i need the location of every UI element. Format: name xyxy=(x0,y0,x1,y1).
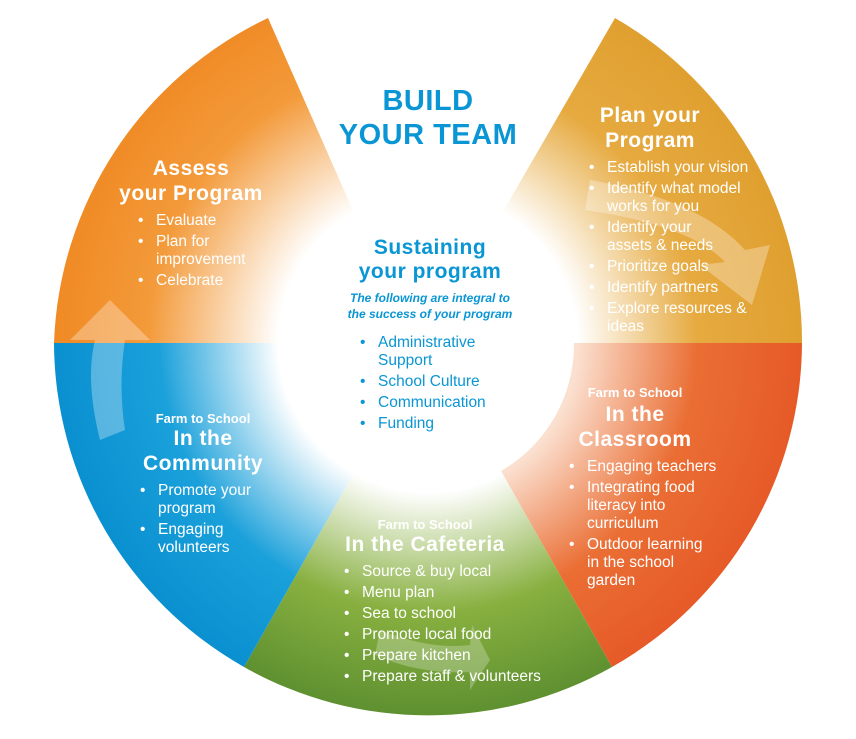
heading-line: In the xyxy=(605,403,665,426)
classroom-subtitle: Farm to School xyxy=(587,385,683,400)
list-item: Identify partners xyxy=(587,279,767,297)
plan-list: Establish your vision Identify what mode… xyxy=(587,159,767,336)
list-item: Explore resources & ideas xyxy=(587,300,747,336)
list-item: Administrative Support xyxy=(358,334,508,370)
segment-assess xyxy=(54,18,355,343)
list-item: Identify what model works for you xyxy=(587,180,767,216)
heading-line: In the xyxy=(173,427,233,450)
heading-line: your Program xyxy=(119,182,263,205)
list-item: Communication xyxy=(358,394,508,412)
heading-line: Plan your xyxy=(599,104,701,127)
list-item: Engaging volunteers xyxy=(138,521,268,557)
list-item: Identify your assets & needs xyxy=(587,219,727,255)
community-list: Promote your program Engaging volunteers xyxy=(138,482,268,557)
cafeteria-list: Source & buy local Menu plan Sea to scho… xyxy=(342,563,562,686)
list-item: Integrating food literacy into curriculu… xyxy=(567,479,712,533)
intro-line: the success of your program xyxy=(347,307,513,321)
list-item: Prioritize goals xyxy=(587,258,767,276)
title-line: YOUR TEAM xyxy=(338,119,518,151)
center-intro: The following are integral to the success… xyxy=(290,290,570,322)
cafeteria-heading: In the Cafeteria xyxy=(345,533,505,556)
list-item: Source & buy local xyxy=(342,563,562,581)
heading-line: Community xyxy=(143,452,263,475)
heading-line: Classroom xyxy=(578,428,692,451)
cafeteria-subtitle: Farm to School xyxy=(377,517,473,532)
list-item: Prepare staff & volunteers xyxy=(342,668,562,686)
list-item: Funding xyxy=(358,415,508,433)
list-item: Celebrate xyxy=(136,272,256,290)
list-item: Evaluate xyxy=(136,212,256,230)
heading-line: your program xyxy=(358,260,502,283)
center-list: Administrative Support School Culture Co… xyxy=(358,334,508,433)
classroom-list: Engaging teachers Integrating food liter… xyxy=(567,458,727,590)
list-item: Promote local food xyxy=(342,626,562,644)
arrow-icon xyxy=(70,300,150,440)
cafeteria-section: Farm to School In the Cafeteria Source &… xyxy=(330,517,550,689)
list-item: Sea to school xyxy=(342,605,562,623)
list-item: Establish your vision xyxy=(587,159,767,177)
list-item: Outdoor learning in the school garden xyxy=(567,536,717,590)
list-item: School Culture xyxy=(358,373,508,391)
list-item: Plan for improvement xyxy=(136,233,256,269)
assess-list: Evaluate Plan for improvement Celebrate xyxy=(136,212,256,290)
community-subtitle: Farm to School xyxy=(155,411,251,426)
heading-line: Sustaining xyxy=(373,236,487,259)
list-item: Engaging teachers xyxy=(567,458,727,476)
intro-line: The following are integral to xyxy=(349,291,510,305)
list-item: Menu plan xyxy=(342,584,562,602)
heading-line: Assess xyxy=(152,157,230,180)
list-item: Prepare kitchen xyxy=(342,647,562,665)
heading-line: Program xyxy=(605,129,695,152)
list-item: Promote your program xyxy=(138,482,268,518)
title-line: BUILD xyxy=(382,85,474,117)
